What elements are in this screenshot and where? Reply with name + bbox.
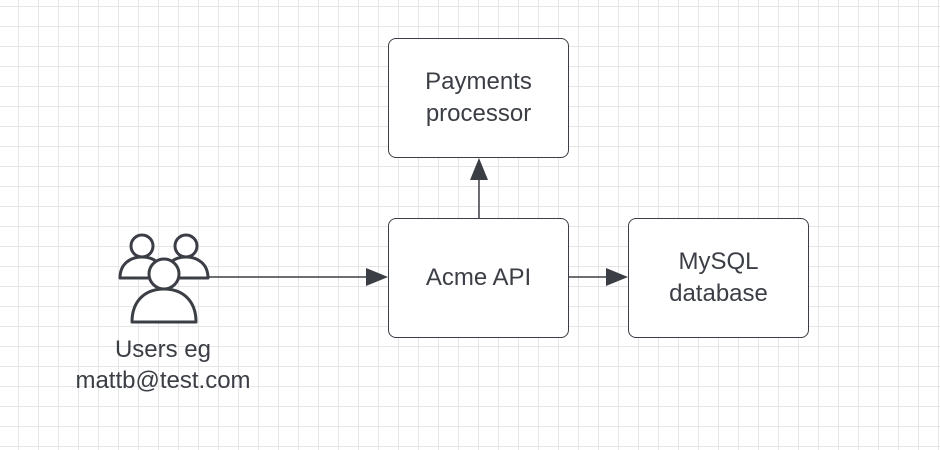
users-label: Users eg mattb@test.com	[40, 334, 286, 396]
payments-processor-node[interactable]: Payments processor	[388, 38, 569, 158]
edge-users-to-acme[interactable]	[208, 268, 388, 286]
mysql-database-label-line2: database	[669, 280, 768, 307]
payments-processor-label-line2: processor	[425, 100, 532, 127]
mysql-database-node[interactable]: MySQL database	[628, 218, 809, 338]
payments-processor-label: Payments processor	[425, 66, 532, 130]
payments-processor-label-line1: Payments	[425, 68, 532, 95]
acme-api-node[interactable]: Acme API	[388, 218, 569, 338]
users-label-line1: Users eg	[114, 336, 212, 363]
mysql-database-label-line1: MySQL	[678, 248, 759, 275]
users-label-line2: mattb@test.com	[75, 367, 251, 394]
acme-api-label: Acme API	[425, 264, 532, 291]
users-group-icon[interactable]	[110, 228, 214, 328]
edge-acme-to-payments[interactable]	[470, 158, 488, 218]
edge-acme-to-mysql[interactable]	[569, 268, 628, 286]
mysql-database-label: MySQL database	[669, 246, 768, 310]
